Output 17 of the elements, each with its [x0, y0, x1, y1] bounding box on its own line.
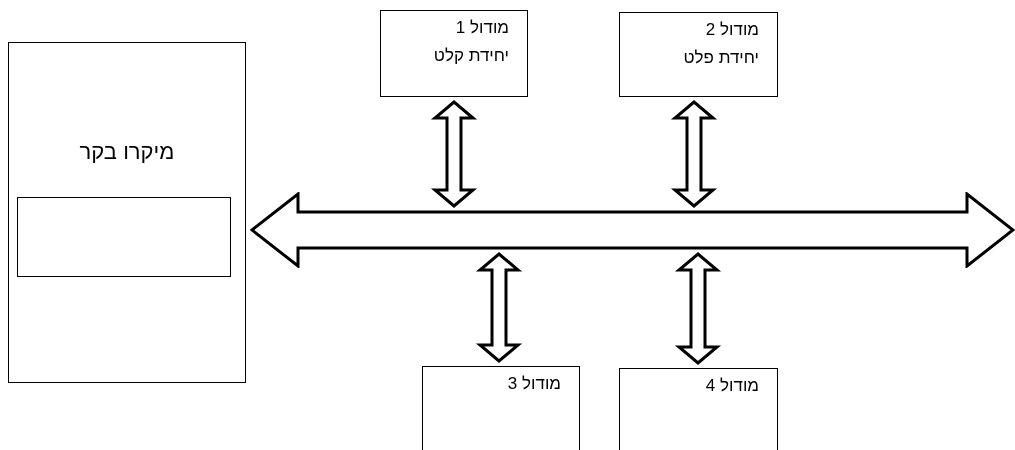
module-title: מודול 1	[454, 17, 509, 39]
module-description: יחידת קלט	[433, 45, 509, 67]
module-title: מודול 3	[507, 373, 561, 395]
module-box	[422, 366, 580, 450]
inner-box	[17, 197, 231, 277]
double-arrow	[674, 252, 722, 365]
bus-arrow	[250, 192, 1015, 268]
module-title: מודול 2	[704, 19, 759, 41]
microcontroller-box	[8, 42, 246, 383]
double-arrow	[670, 100, 718, 208]
controller-label: מיקרו בקר	[78, 138, 176, 166]
module-box	[380, 10, 528, 97]
double-arrow	[430, 100, 478, 208]
double-arrow	[475, 252, 523, 363]
module-box	[619, 12, 778, 97]
module-description: יחידת פלט	[683, 47, 759, 69]
module-title: מודול 4	[705, 375, 759, 397]
